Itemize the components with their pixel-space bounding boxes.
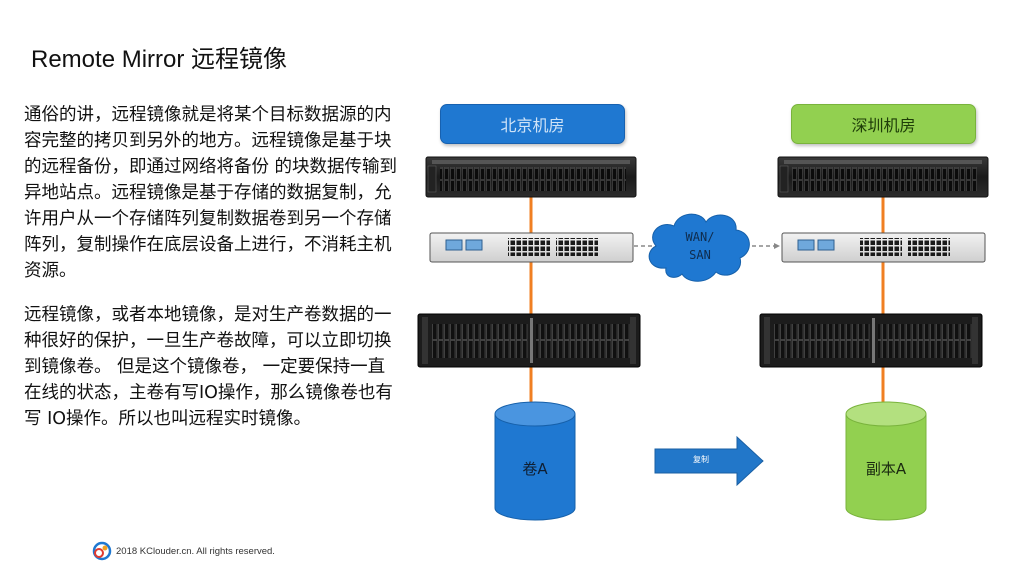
switch-icon: [781, 232, 986, 263]
volume-label-source: 卷A: [522, 460, 548, 478]
logo-icon: [92, 541, 112, 561]
site-label-beijing: 北京机房: [440, 104, 625, 144]
server-icon: [777, 156, 989, 198]
cloud-label-line: WAN/: [685, 230, 715, 244]
storage-array-icon: [759, 313, 983, 368]
description-text: 通俗的讲，远程镜像就是将某个目标数据源的内容完整的拷贝到另外的地方。远程镜像是基…: [24, 102, 398, 432]
footer: 2018 KClouder.cn. All rights reserved.: [92, 540, 275, 562]
copyright-text: 2018 KClouder.cn. All rights reserved.: [116, 545, 275, 557]
arrow-icon: [654, 435, 764, 487]
server-icon: [425, 156, 637, 198]
description-paragraph: 通俗的讲，远程镜像就是将某个目标数据源的内容完整的拷贝到另外的地方。远程镜像是基…: [24, 105, 398, 281]
cloud-icon: [648, 213, 750, 282]
arrow-label: 复制: [693, 455, 709, 464]
description-paragraph: 远程镜像，或者本地镜像，是对生产卷数据的一种很好的保护，一旦生产卷故障，可以立即…: [24, 305, 393, 429]
volume-label-replica: 副本A: [865, 460, 907, 478]
site-label-shenzhen: 深圳机房: [791, 104, 976, 144]
cloud-label-line: SAN: [689, 248, 711, 262]
switch-icon: [429, 232, 634, 263]
slide-title: Remote Mirror 远程镜像: [31, 46, 288, 73]
cloud-label: WAN/ SAN: [660, 228, 740, 264]
wan-links: [634, 243, 780, 249]
cylinder-icon: [494, 401, 576, 521]
storage-array-icon: [417, 313, 641, 368]
cylinder-icon: [845, 401, 927, 521]
